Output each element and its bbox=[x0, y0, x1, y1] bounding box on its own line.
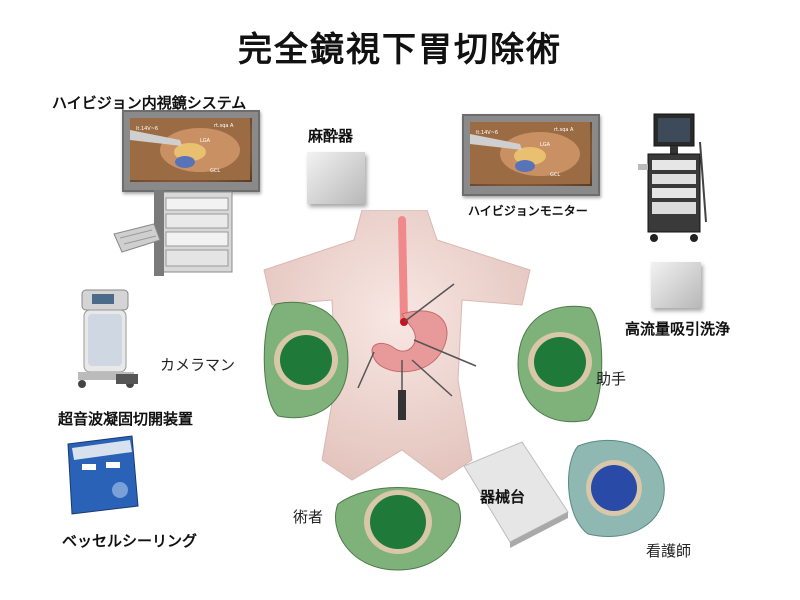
hd-monitor: lt.14V~6 rt.sqa A LGA GCL bbox=[462, 114, 600, 196]
cameraman-figure bbox=[263, 301, 349, 419]
anesthesia-label: 麻酔器 bbox=[308, 127, 354, 145]
video-tower bbox=[638, 113, 707, 242]
overlay-text: LGA bbox=[540, 142, 551, 148]
endoscope-screen: lt.14V~6 rt.sqa A LGA GCL bbox=[130, 118, 252, 182]
page-title: 完全鏡視下胃切除術 bbox=[238, 30, 562, 70]
vessel-sealing-device bbox=[67, 435, 139, 515]
irrigation-box bbox=[651, 262, 701, 308]
laparoscopic-view-illustration: lt.14V~6 rt.sqa A LGA GCL bbox=[130, 118, 250, 180]
hd-monitor-screen: lt.14V~6 rt.sqa A LGA GCL bbox=[470, 122, 592, 186]
overlay-text: rt.sqa A bbox=[554, 127, 574, 133]
operator-label: 術者 bbox=[293, 508, 324, 526]
overlay-text: lt.14V~6 bbox=[136, 126, 158, 132]
hd-monitor-label: ハイビジョンモニター bbox=[468, 204, 588, 218]
endoscope-tower bbox=[113, 190, 233, 276]
overlay-text: LGA bbox=[200, 138, 211, 144]
irrigation-label: 高流量吸引洗浄 bbox=[625, 320, 731, 338]
nurse-label: 看護師 bbox=[646, 542, 692, 560]
nurse-figure bbox=[568, 439, 665, 538]
endoscope-monitor: lt.14V~6 rt.sqa A LGA GCL bbox=[122, 110, 260, 192]
cameraman-label: カメラマン bbox=[160, 356, 236, 374]
instrument-table bbox=[463, 441, 569, 548]
overlay-text: rt.sqa A bbox=[214, 123, 234, 129]
overlay-text: GCL bbox=[210, 168, 220, 174]
overlay-text: GCL bbox=[550, 172, 560, 178]
ultrasonic-label: 超音波凝固切開装置 bbox=[58, 410, 194, 428]
assistant-label: 助手 bbox=[596, 370, 627, 388]
instrument-table-label: 器械台 bbox=[480, 488, 526, 506]
overlay-text: lt.14V~6 bbox=[476, 130, 498, 136]
patient-torso bbox=[263, 210, 531, 481]
anesthesia-machine-box bbox=[307, 152, 365, 204]
endoscope-system-label: ハイビジョン内視鏡システム bbox=[52, 94, 247, 112]
assistant-figure bbox=[517, 305, 603, 423]
vessel-sealing-label: ベッセルシーリング bbox=[62, 532, 198, 550]
operator-figure bbox=[335, 487, 461, 571]
ultrasonic-generator bbox=[78, 289, 138, 388]
laparoscopic-view-illustration: lt.14V~6 rt.sqa A LGA GCL bbox=[470, 122, 590, 184]
